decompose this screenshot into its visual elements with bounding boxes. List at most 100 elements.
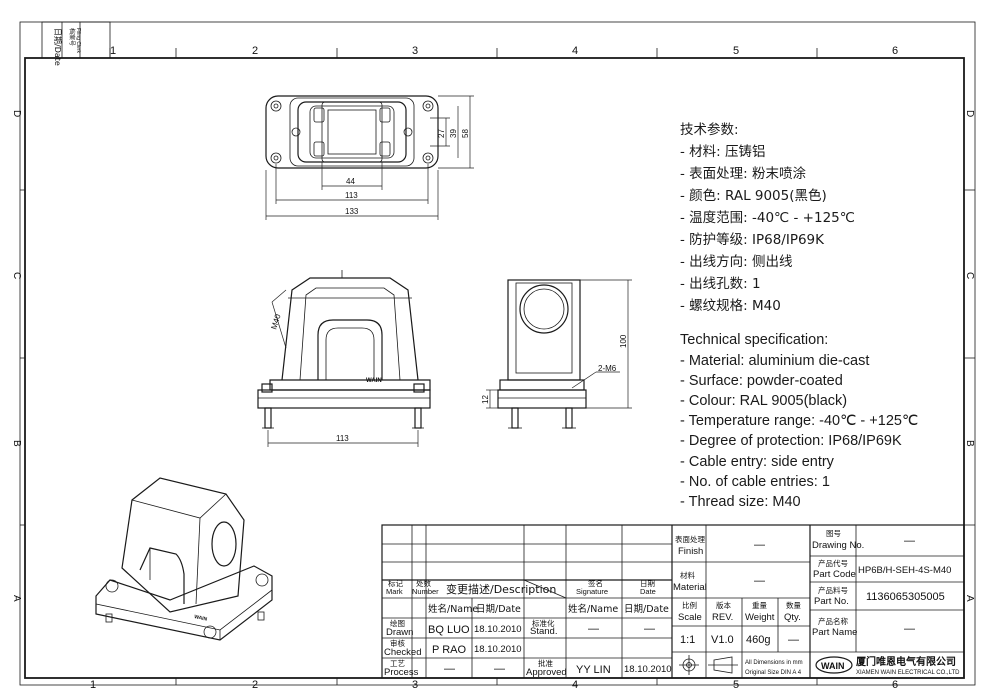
tb-drawn-date: 18.10.2010 (474, 624, 522, 635)
col-label-bottom-2: 2 (252, 679, 258, 691)
top-view: 44 113 133 27 39 58 (265, 95, 474, 220)
row-label-left-b: B (11, 440, 22, 447)
spec-en-line: - Degree of protection: IP68/IP69K (680, 433, 902, 449)
tb-weight-cn: 重量 (752, 601, 767, 610)
tb-drawing-no-value: — (904, 535, 915, 547)
tb-part-code-value: HP6B/H-SEH-4S-M40 (858, 565, 951, 576)
dim-100: 100 (619, 334, 628, 348)
spec-english: Technical specification: - Material: alu… (680, 332, 918, 510)
spec-cn-line: - 表面处理: 粉末喷涂 (680, 166, 807, 182)
tb-finish-en: Finish (678, 546, 703, 557)
title-block: 标记 Mark 处数 Number 变更描述/Description 签名 Si… (381, 524, 965, 679)
col-label-top-6: 6 (892, 45, 898, 57)
tb-drawn-en: Drawn (386, 627, 413, 638)
spec-en-line: - Surface: powder-coated (680, 373, 843, 389)
tb-stand-cn: 标准化 (532, 618, 555, 628)
col-label-bottom-5: 5 (733, 679, 739, 691)
tb-scale-cn: 比例 (682, 600, 697, 610)
wain-logo-text: WAIN (821, 661, 845, 671)
spec-cn-line: - 螺纹规格: M40 (680, 298, 781, 314)
tb-signature-cn: 签名 (588, 578, 603, 588)
spec-chinese: 技术参数: - 材料: 压铸铝 - 表面处理: 粉末喷涂 - 颜色: RAL 9… (680, 121, 855, 314)
col-label-bottom-3: 3 (412, 679, 418, 691)
tb-checked-cn: 审核 (390, 638, 405, 648)
tb-stand-date: — (644, 623, 655, 635)
tb-description: 变更描述/Description (446, 582, 556, 596)
spec-en-title: Technical specification: (680, 332, 828, 348)
tb-name-header-2: 姓名/Name (568, 603, 618, 615)
row-label-right-a: A (964, 595, 975, 602)
tb-signature-en: Signature (576, 587, 608, 596)
tb-approved-name: YY LIN (576, 664, 611, 676)
spec-en-line: - Thread size: M40 (680, 494, 801, 510)
tb-material-value: — (754, 575, 765, 587)
col-label-top-5: 5 (733, 45, 739, 57)
dim-113-front: 113 (336, 434, 349, 443)
tb-process-date: — (494, 663, 505, 675)
spec-cn-line: - 材料: 压铸铝 (680, 144, 766, 160)
tb-process-cn: 工艺 (390, 659, 405, 668)
spec-en-line: - Colour: RAL 9005(black) (680, 393, 847, 409)
spec-en-line: - Material: aluminium die-cast (680, 353, 869, 369)
side-view: 100 12 2-M6 (481, 279, 632, 429)
dim-58: 58 (461, 129, 470, 138)
tb-mark-cn: 标记 (388, 578, 403, 588)
tb-company-cn: 厦门唯恩电气有限公司 (856, 655, 956, 668)
tb-scale-value: 1:1 (680, 634, 695, 646)
tb-checked-name: P RAO (432, 644, 466, 656)
col-label-top-4: 4 (572, 45, 578, 57)
tb-rev-value: V1.0 (711, 634, 734, 646)
iso-brand-label: WAIN (194, 614, 208, 623)
spec-cn-line: - 温度范围: -40℃ - +125℃ (680, 210, 855, 226)
tb-approved-en: Approved (526, 667, 567, 678)
row-label-right-c: C (964, 272, 975, 279)
col-label-bottom-4: 4 (572, 679, 578, 691)
tb-qty-value: — (788, 634, 799, 646)
spec-cn-title: 技术参数: (680, 121, 739, 138)
corner-filing-label: 档案号 (68, 28, 76, 46)
front-view: WAIN M40 113 (257, 270, 431, 447)
row-label-left-c: C (11, 272, 22, 279)
tb-size-note: Original Size DIN A 4 (745, 670, 802, 676)
tb-finish-value: — (754, 539, 765, 551)
tb-stand-name: — (588, 623, 599, 635)
tb-part-code-en: Part Code (813, 569, 856, 580)
tb-stand-en: Stand. (530, 626, 557, 637)
spec-en-line: - Temperature range: -40℃ - +125℃ (680, 413, 918, 429)
tb-part-no-en: Part No. (814, 596, 849, 607)
tb-process-en: Process (384, 667, 419, 678)
spec-en-line: - No. of cable entries: 1 (680, 474, 830, 490)
spec-en-line: - Cable entry: side entry (680, 454, 835, 470)
tb-date-header-2: 日期/Date (624, 604, 669, 615)
tb-weight-en: Weight (745, 612, 775, 623)
col-label-bottom-1: 1 (90, 679, 96, 691)
tb-drawing-no-cn: 图号 (826, 529, 841, 538)
tb-scale-en: Scale (678, 612, 702, 623)
dim-27: 27 (437, 129, 446, 138)
tb-approved-cn: 批准 (538, 658, 553, 668)
spec-cn-line: - 防护等级: IP68/IP69K (680, 231, 825, 248)
wain-logo: WAIN (815, 656, 853, 674)
col-label-top-1: 1 (110, 45, 116, 57)
tb-checked-date: 18.10.2010 (474, 644, 522, 655)
tb-checked-en: Checked (384, 647, 422, 658)
tb-drawing-no-en: Drawing No. (812, 540, 864, 551)
tb-number-cn: 处数 (416, 578, 431, 588)
row-label-left-a: A (11, 595, 22, 602)
tb-date-en: Date (640, 587, 656, 596)
tb-part-name-value: — (904, 623, 915, 635)
tb-finish-cn: 表面处理 (675, 534, 705, 544)
spec-cn-line: - 出线孔数: 1 (680, 276, 761, 292)
tb-material-en: Material (673, 582, 707, 593)
col-label-top-3: 3 (412, 45, 418, 57)
corner-date-label: 日期/Date (53, 28, 62, 66)
spec-cn-line: - 颜色: RAL 9005(黑色) (680, 187, 827, 204)
dim-m40: M40 (269, 313, 283, 331)
tb-company-en: XIAMEN WAIN ELECTRICAL CO.,LTD (856, 670, 960, 676)
tb-weight-value: 460g (746, 634, 770, 646)
corner-filing-en-label: Filing Clerk (75, 28, 81, 54)
tb-rev-en: REV. (712, 612, 733, 623)
tb-drawn-cn: 绘图 (390, 618, 405, 628)
row-labels: D C B A D C B A (11, 110, 975, 602)
